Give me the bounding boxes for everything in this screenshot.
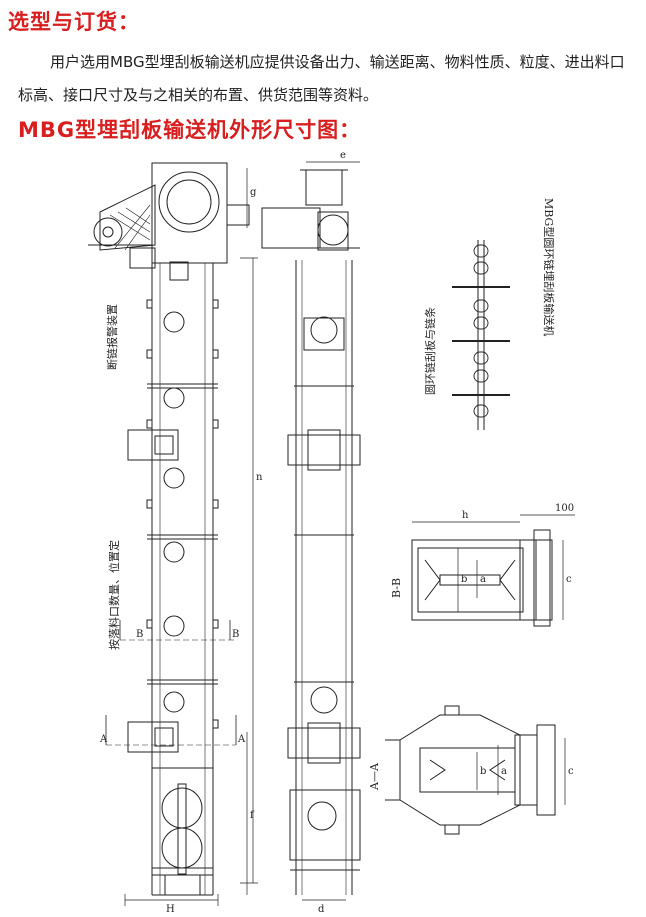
dim-g: g [250,187,257,198]
dim-c-bb: c [566,574,572,585]
dim-a-aa: a [501,766,507,777]
dim-a-bb: a [480,574,486,585]
inlet-hopper [305,169,343,206]
section-aa-view [385,705,566,835]
drawing-section-title: MBG型埋刮板输送机外形尺寸图： [18,118,362,142]
dim-b-bb: b [461,574,467,585]
upper-outlet [127,429,179,461]
lower-outlet [127,721,179,753]
mark-B-right: B [232,629,239,640]
order-paragraph: 用户选用MBG型埋刮板输送机应提供设备出力、输送距离、物料性质、粒度、进出料口标… [18,46,636,112]
section-aa-outline [399,714,521,826]
side-elevation-view [88,162,258,906]
dim-b-aa: b [480,766,486,777]
motor-sprocket [93,217,123,247]
dim-100: 100 [555,503,574,514]
label-chain-right: MBG型圆环链埋刮板输送机 [542,198,556,336]
head-housing [151,162,228,264]
label-drive-guard: 断链报警装置 [105,304,119,370]
front-elevation-view [261,161,361,901]
dim-d: d [318,904,325,915]
drive-chain-guard [99,184,156,251]
order-paragraph-text: 用户选用MBG型埋刮板输送机应提供设备出力、输送距离、物料性质、粒度、进出料口标… [18,53,625,104]
section-bb-view [411,514,575,627]
dim-H: H [166,904,175,915]
dim-c-aa: c [568,766,574,777]
front-outlet-lower [287,727,361,759]
mark-A-right: A [237,734,246,745]
dim-f: f [250,810,255,821]
front-outlet-upper [287,434,361,466]
conveyor-technical-drawing: 断链报警装置 按落料口数量、位置定 圆环链刮板与链条 MBG型圆环链埋刮板输送机… [88,150,575,915]
tail-section [151,767,214,869]
order-section-title: 选型与订货： [8,10,140,34]
dim-n: n [256,472,263,483]
label-bb: B-B [390,578,403,598]
label-aa: A—A [368,762,381,791]
mark-B-left: B [136,629,143,640]
dim-e: e [340,150,346,161]
dim-h: h [462,510,469,521]
label-chain-left: 圆环链刮板与链条 [423,307,437,395]
mark-A-left: A [99,734,108,745]
head-sprocket-inner [166,179,212,225]
label-outlet: 按落料口数量、位置定 [107,540,121,650]
head-sprocket [158,171,220,233]
chain-illustration [452,240,510,430]
